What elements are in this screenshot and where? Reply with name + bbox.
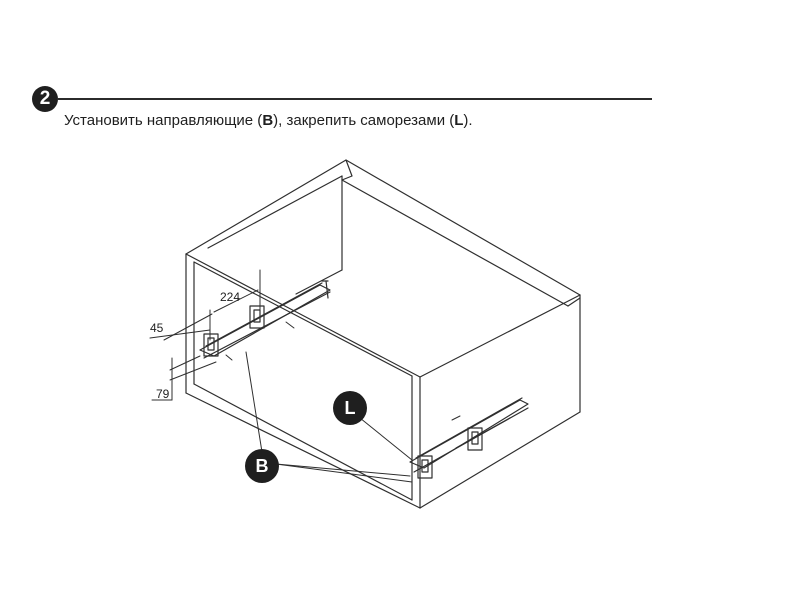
step-instruction: Установить направляющие (B), закрепить с… xyxy=(64,112,473,129)
instruction-text-1: Установить направляющие ( xyxy=(64,112,263,129)
leader-lines xyxy=(245,351,413,483)
callout-l-badge xyxy=(333,391,367,425)
instruction-text-3: ). xyxy=(463,112,473,129)
step-header-rule xyxy=(58,98,652,100)
instruction-ref-rails: B xyxy=(262,112,274,129)
instruction-ref-screws: L xyxy=(454,112,464,129)
callout-b-label: B xyxy=(256,456,269,476)
cabinet-box xyxy=(185,159,581,509)
dimension-224-label: 224 xyxy=(220,290,240,304)
callout-l-label: L xyxy=(345,398,356,418)
left-drawer-rail xyxy=(199,280,331,359)
screw-marks xyxy=(225,321,461,421)
dimension-45-label: 45 xyxy=(150,321,164,335)
dimension-79-label: 79 xyxy=(156,387,170,401)
instruction-text-2: ), закрепить саморезами ( xyxy=(273,112,455,129)
right-drawer-rail xyxy=(409,397,529,479)
dimension-lines xyxy=(149,269,261,401)
callout-b-badge xyxy=(245,449,279,483)
step-number-badge: 2 xyxy=(32,86,58,112)
